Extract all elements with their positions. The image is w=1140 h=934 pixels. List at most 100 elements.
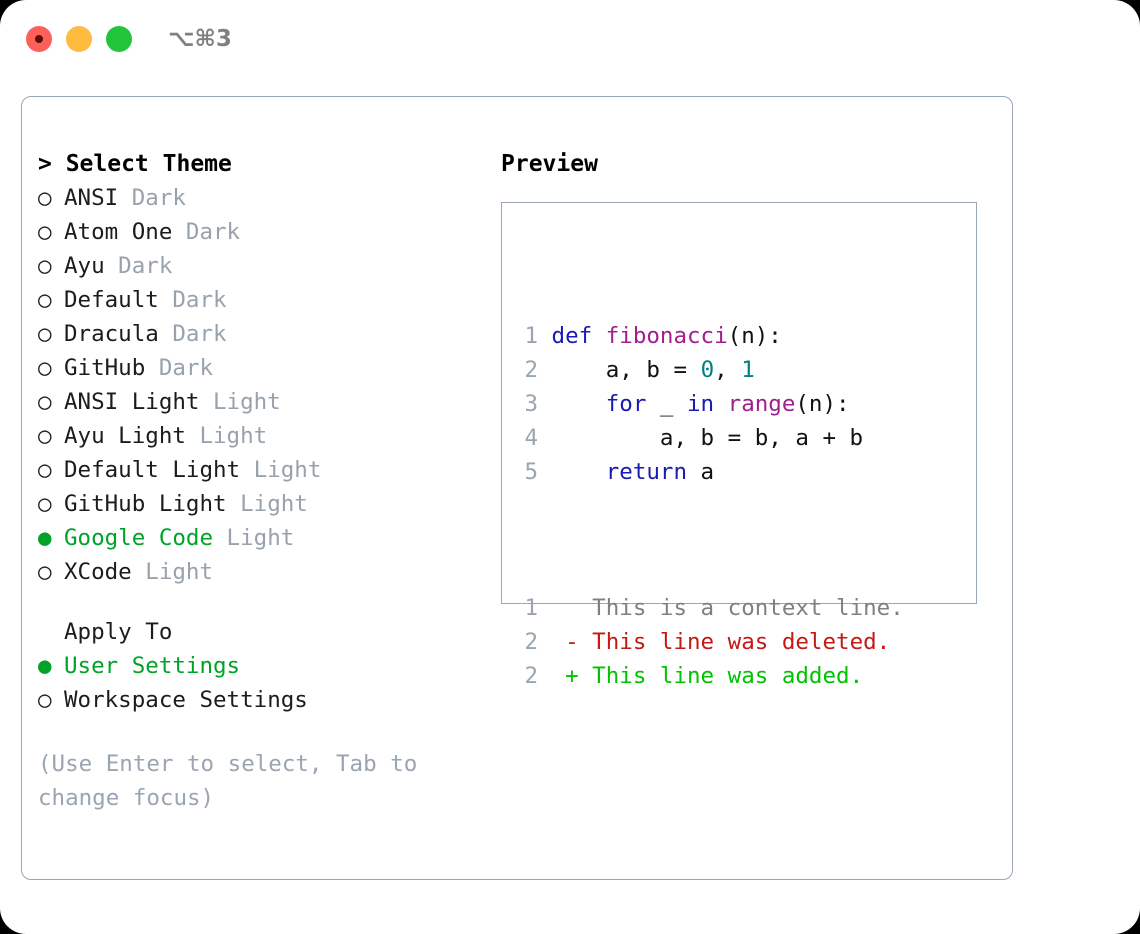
diff-text: This line was deleted. — [578, 629, 891, 655]
theme-list-item[interactable]: ○Ayu Light Light — [38, 419, 488, 453]
theme-name: ANSI — [64, 185, 119, 211]
theme-name: GitHub — [64, 355, 146, 381]
radio-unselected-icon: ○ — [38, 389, 52, 415]
code-token: 1 — [741, 357, 755, 383]
code-gutter-space — [538, 425, 552, 451]
radio-unselected-icon: ○ — [38, 253, 52, 279]
diff-line-number: 2 — [524, 629, 538, 655]
code-token: def — [551, 323, 606, 349]
code-line-number: 3 — [524, 391, 538, 417]
theme-list-item[interactable]: ○XCode Light — [38, 555, 488, 589]
theme-list-item[interactable]: ○ Default Dark — [38, 283, 488, 317]
theme-list-item[interactable]: ○Default Light Light — [38, 453, 488, 487]
code-line-number: 1 — [524, 323, 538, 349]
code-token: 0 — [700, 357, 715, 383]
preview-column: Preview 1 def fibonacci(n):2 a, b = 0, 1… — [501, 147, 991, 689]
theme-list-item[interactable]: ○GitHub Dark — [38, 351, 488, 385]
theme-kind-badge: Light — [213, 525, 295, 551]
code-line: 2 a, b = 0, 1 — [514, 353, 904, 387]
theme-list-item[interactable]: ○ Ayu Dark — [38, 249, 488, 283]
minimize-window-button[interactable] — [66, 26, 92, 52]
code-line-number: 4 — [524, 425, 538, 451]
theme-kind-badge: Dark — [158, 287, 227, 313]
diff-gutter-space — [538, 629, 565, 655]
diff-line: 1 This is a context line. — [514, 591, 903, 625]
radio-selected-icon: ● — [38, 525, 52, 551]
apply-to-options: ● User Settings ○ Workspace Settings — [38, 649, 488, 717]
radio-unselected-icon: ○ — [38, 423, 52, 449]
diff-lines: 1 This is a context line.2 - This line w… — [514, 591, 904, 693]
code-gutter-space — [538, 391, 552, 417]
code-line-number: 2 — [524, 357, 538, 383]
theme-kind-badge: Dark — [172, 219, 241, 245]
theme-name: Dracula — [64, 321, 159, 347]
radio-unselected-icon: ○ — [38, 559, 52, 585]
apply-to-option[interactable]: ○ Workspace Settings — [38, 683, 488, 717]
diff-line-number: 2 — [524, 663, 538, 689]
theme-kind-badge: Dark — [145, 355, 214, 381]
theme-name: XCode — [64, 559, 132, 585]
keyboard-hint-text: (Use Enter to select, Tab to change focu… — [38, 751, 418, 811]
maximize-window-button[interactable] — [106, 26, 132, 52]
theme-list-item[interactable]: ○Atom One Dark — [38, 215, 488, 249]
code-token: _ — [646, 391, 688, 417]
code-token: a — [687, 459, 715, 485]
radio-unselected-icon: ○ — [38, 457, 52, 483]
keyboard-shortcut-label: ⌥⌘3 — [168, 26, 232, 52]
theme-kind-badge: Dark — [118, 185, 186, 211]
theme-list-item[interactable]: ○ ANSI Light Light — [38, 385, 488, 419]
diff-gutter-space — [538, 663, 565, 689]
theme-name: ANSI Light — [64, 389, 200, 415]
preview-title: Preview — [501, 151, 598, 177]
apply-to-label: Workspace Settings — [64, 687, 308, 713]
code-token: , — [714, 357, 742, 383]
diff-line-number: 1 — [524, 595, 538, 621]
close-window-active-dot-icon — [35, 35, 43, 43]
code-token: (n): — [727, 323, 782, 349]
code-token — [714, 391, 728, 417]
theme-list-column: > Select Theme ○ANSI Dark○Atom One Dark○… — [38, 147, 488, 815]
radio-unselected-icon: ○ — [38, 321, 52, 347]
code-gutter-space — [538, 357, 552, 383]
theme-kind-badge: Dark — [104, 253, 173, 279]
radio-unselected-icon: ○ — [38, 185, 52, 211]
code-token: a, b = b, a + b — [551, 425, 864, 451]
theme-name: Ayu — [64, 253, 105, 279]
theme-name: Google Code — [64, 525, 214, 551]
theme-name: Atom One — [64, 219, 173, 245]
theme-name: Default — [64, 287, 159, 313]
diff-sign: - — [565, 629, 579, 655]
theme-list-item[interactable]: ● Google Code Light — [38, 521, 488, 555]
theme-kind-badge: Light — [199, 389, 281, 415]
diff-text: This line was added. — [578, 663, 864, 689]
theme-list-item[interactable]: ○GitHub Light Light — [38, 487, 488, 521]
code-gutter-space — [538, 323, 552, 349]
diff-line: 2 - This line was deleted. — [514, 625, 904, 659]
code-token: for — [605, 391, 647, 417]
theme-list-item[interactable]: ○Dracula Dark — [38, 317, 488, 351]
code-token: (n): — [795, 391, 850, 417]
code-line: 4 a, b = b, a + b — [514, 421, 904, 455]
apply-to-label: User Settings — [64, 653, 241, 679]
title-bar: ⌥⌘3 — [0, 0, 1140, 78]
code-token — [552, 459, 606, 485]
apply-to-option[interactable]: ● User Settings — [38, 649, 488, 683]
radio-selected-icon: ● — [38, 653, 52, 679]
code-line: 5 return a — [514, 455, 904, 489]
code-token: in — [687, 391, 715, 417]
theme-list-item[interactable]: ○ ANSI Dark — [38, 181, 488, 215]
code-line: 1 def fibonacci(n): — [514, 319, 904, 353]
radio-unselected-icon: ○ — [38, 687, 52, 713]
radio-unselected-icon: ○ — [38, 287, 52, 313]
theme-list: ○ANSI Dark○Atom One Dark○Ayu Dark○Defaul… — [38, 181, 488, 589]
theme-name: GitHub Light — [64, 491, 227, 517]
code-gutter-space — [538, 459, 552, 485]
theme-kind-badge: Light — [240, 457, 322, 483]
code-token: a, b = — [551, 357, 701, 383]
diff-sign — [565, 595, 579, 621]
theme-kind-badge: Light — [185, 423, 268, 449]
